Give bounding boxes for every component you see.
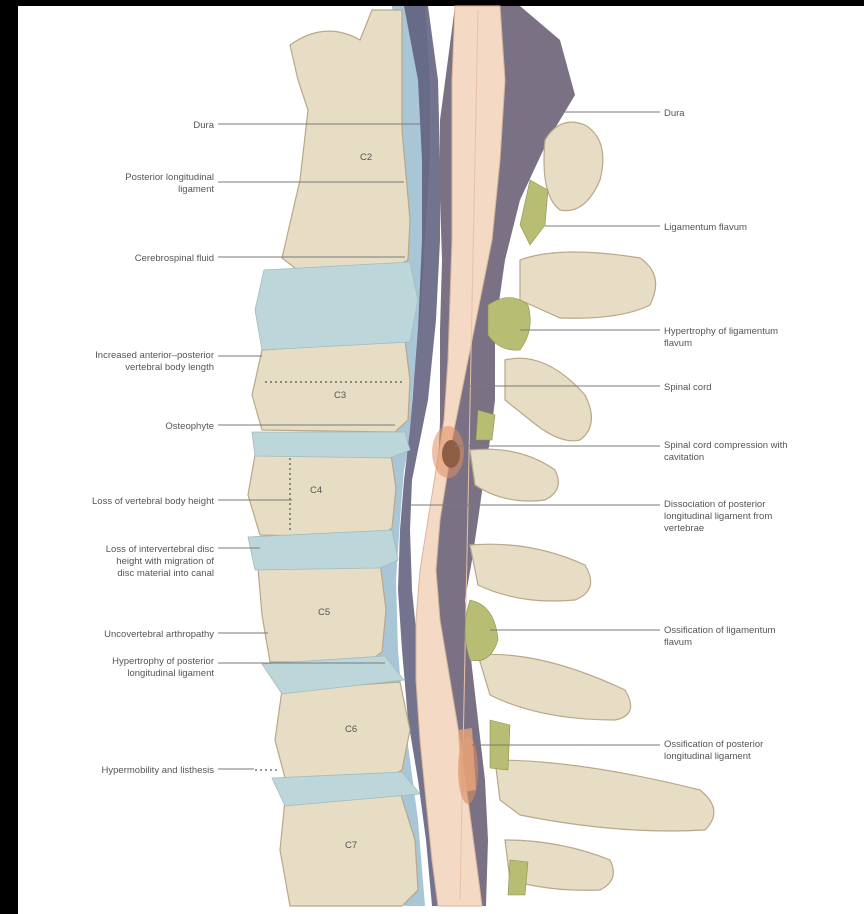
vertebra-label-c4: C4 [310,485,322,496]
label-uncovertebral-arthropathy: Uncovertebral arthropathy [104,629,214,640]
vertebra-c3 [252,340,410,432]
vertebra-label-c5: C5 [318,607,330,618]
label-ossification-pll: Ossification of posteriorlongitudinal li… [664,739,763,762]
vertebra-label-c2: C2 [360,152,372,163]
label-ligamentum-flavum: Ligamentum flavum [664,222,747,233]
spinous-process-c2 [520,252,656,318]
ligamentum-flavum-bottom [508,860,528,895]
vertebra-label-c7: C7 [345,840,357,851]
label-hypertrophy-pll: Hypertrophy of posteriorlongitudinal lig… [112,656,214,679]
label-loss-vertebral-body-height: Loss of vertebral body height [92,496,214,507]
label-hypermobility-listhesis: Hypermobility and listhesis [102,765,215,776]
label-dura-right: Dura [664,108,685,119]
vertebra-c6 [275,682,410,778]
label-spinal-cord: Spinal cord [664,382,712,393]
label-loss-disc-height: Loss of intervertebral discheight with m… [106,544,215,579]
label-osteophyte: Osteophyte [165,421,214,432]
ligamentum-flavum-mid [476,410,495,440]
cord-compression-halo [432,426,464,478]
ligamentum-flavum-hypertrophied [488,298,530,351]
disc-c2-c3 [255,262,418,350]
label-dura-left: Dura [193,120,214,131]
label-cerebrospinal-fluid: Cerebrospinal fluid [135,253,214,264]
disc-c3-c4 [252,432,410,458]
vertebra-label-c3: C3 [334,390,346,401]
vertebra-label-c6: C6 [345,724,357,735]
disc-c4-c5 [248,530,398,570]
